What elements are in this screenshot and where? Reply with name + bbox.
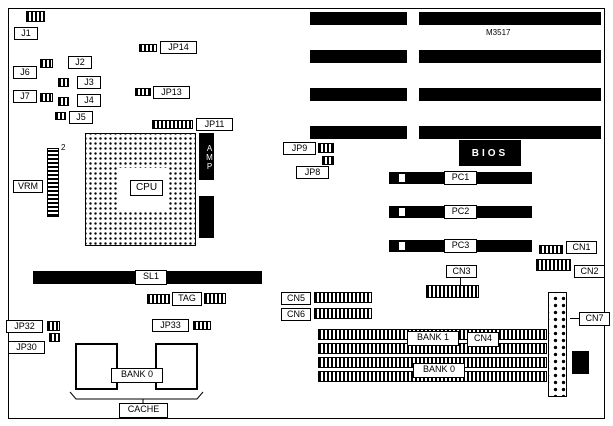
jumper-block xyxy=(58,78,69,87)
cn3-leader-line xyxy=(460,278,461,285)
isa-slot-3a xyxy=(310,88,407,101)
label-bank1: BANK 1 xyxy=(407,331,459,346)
label-jp32: JP32 xyxy=(6,320,43,333)
cn1-header xyxy=(539,245,563,254)
jumper-block xyxy=(55,112,66,120)
label-cpu: CPU xyxy=(130,180,163,196)
label-cn1: CN1 xyxy=(566,241,597,254)
jp32-jumper xyxy=(47,321,60,331)
cn2-header xyxy=(536,259,571,271)
slot-key-notch xyxy=(399,242,405,250)
label-jp30: JP30 xyxy=(8,341,45,354)
jp30-jumper xyxy=(49,333,60,342)
label-bank0-left: BANK 0 xyxy=(111,368,163,383)
label-jp14: JP14 xyxy=(160,41,197,54)
isa-slot-2b xyxy=(419,50,601,63)
jp9-jumper xyxy=(318,143,334,153)
jumper-block xyxy=(40,93,53,102)
isa-slot-1a xyxy=(310,12,407,25)
label-jp33: JP33 xyxy=(152,319,189,332)
jp33-jumper xyxy=(193,321,211,330)
label-jp11: JP11 xyxy=(196,118,233,131)
board-outline xyxy=(8,8,605,419)
label-bank0-right: BANK 0 xyxy=(413,363,465,378)
jumper-block xyxy=(58,97,69,106)
isa-slot-1b xyxy=(419,12,601,25)
label-j7: J7 xyxy=(13,90,37,103)
label-sl1: SL1 xyxy=(135,270,167,285)
tag-chip-right xyxy=(204,293,226,304)
jp8-jumper xyxy=(322,156,334,165)
jumper-block xyxy=(40,59,53,68)
vrm-superscript: 2 xyxy=(61,143,66,152)
label-jp13: JP13 xyxy=(153,86,190,99)
slot-key-notch xyxy=(399,208,405,216)
label-cn5: CN5 xyxy=(281,292,311,305)
jp13-jumper xyxy=(135,88,151,96)
amp-regulator: AMP xyxy=(199,133,214,180)
label-pc1: PC1 xyxy=(444,171,477,185)
cpu-socket xyxy=(85,133,196,246)
label-cache: CACHE xyxy=(119,403,168,418)
cn3-header xyxy=(426,285,479,298)
label-cn3: CN3 xyxy=(446,265,477,278)
label-vrm: VRM xyxy=(13,180,43,193)
j1-header xyxy=(26,11,45,22)
cn5-header xyxy=(314,292,372,303)
isa-slot-4a xyxy=(310,126,407,139)
label-cn2: CN2 xyxy=(574,265,605,278)
bios-chip: BIOS xyxy=(459,140,521,166)
cn7-power-connector xyxy=(548,292,567,397)
label-cn7: CN7 xyxy=(579,312,610,326)
label-j3: J3 xyxy=(77,76,101,89)
label-j1: J1 xyxy=(14,27,38,40)
jp14-jumper xyxy=(139,44,157,52)
isa-slot-4b xyxy=(419,126,601,139)
label-cn6: CN6 xyxy=(281,308,311,321)
cn6-header xyxy=(314,308,372,319)
cache-chip-1 xyxy=(75,343,118,390)
label-j5: J5 xyxy=(69,111,93,124)
label-tag: TAG xyxy=(172,292,202,306)
label-pc3: PC3 xyxy=(444,239,477,253)
component-block xyxy=(572,351,589,374)
isa-slot-3b xyxy=(419,88,601,101)
label-j6: J6 xyxy=(13,66,37,79)
isa-slot-2a xyxy=(310,50,407,63)
label-j4: J4 xyxy=(77,94,101,107)
slot-key-notch xyxy=(399,174,405,182)
label-cn4: CN4 xyxy=(467,332,499,347)
amp-regulator-lower xyxy=(199,196,214,238)
tag-chip-left xyxy=(147,294,170,304)
label-pc2: PC2 xyxy=(444,205,477,219)
jp11-header xyxy=(152,120,193,129)
label-jp8: JP8 xyxy=(296,166,329,179)
model-number: M3517 xyxy=(486,28,511,37)
vrm-slot xyxy=(47,148,59,217)
label-jp9: JP9 xyxy=(283,142,316,155)
cn7-leader-line xyxy=(570,318,579,319)
label-j2: J2 xyxy=(68,56,92,69)
